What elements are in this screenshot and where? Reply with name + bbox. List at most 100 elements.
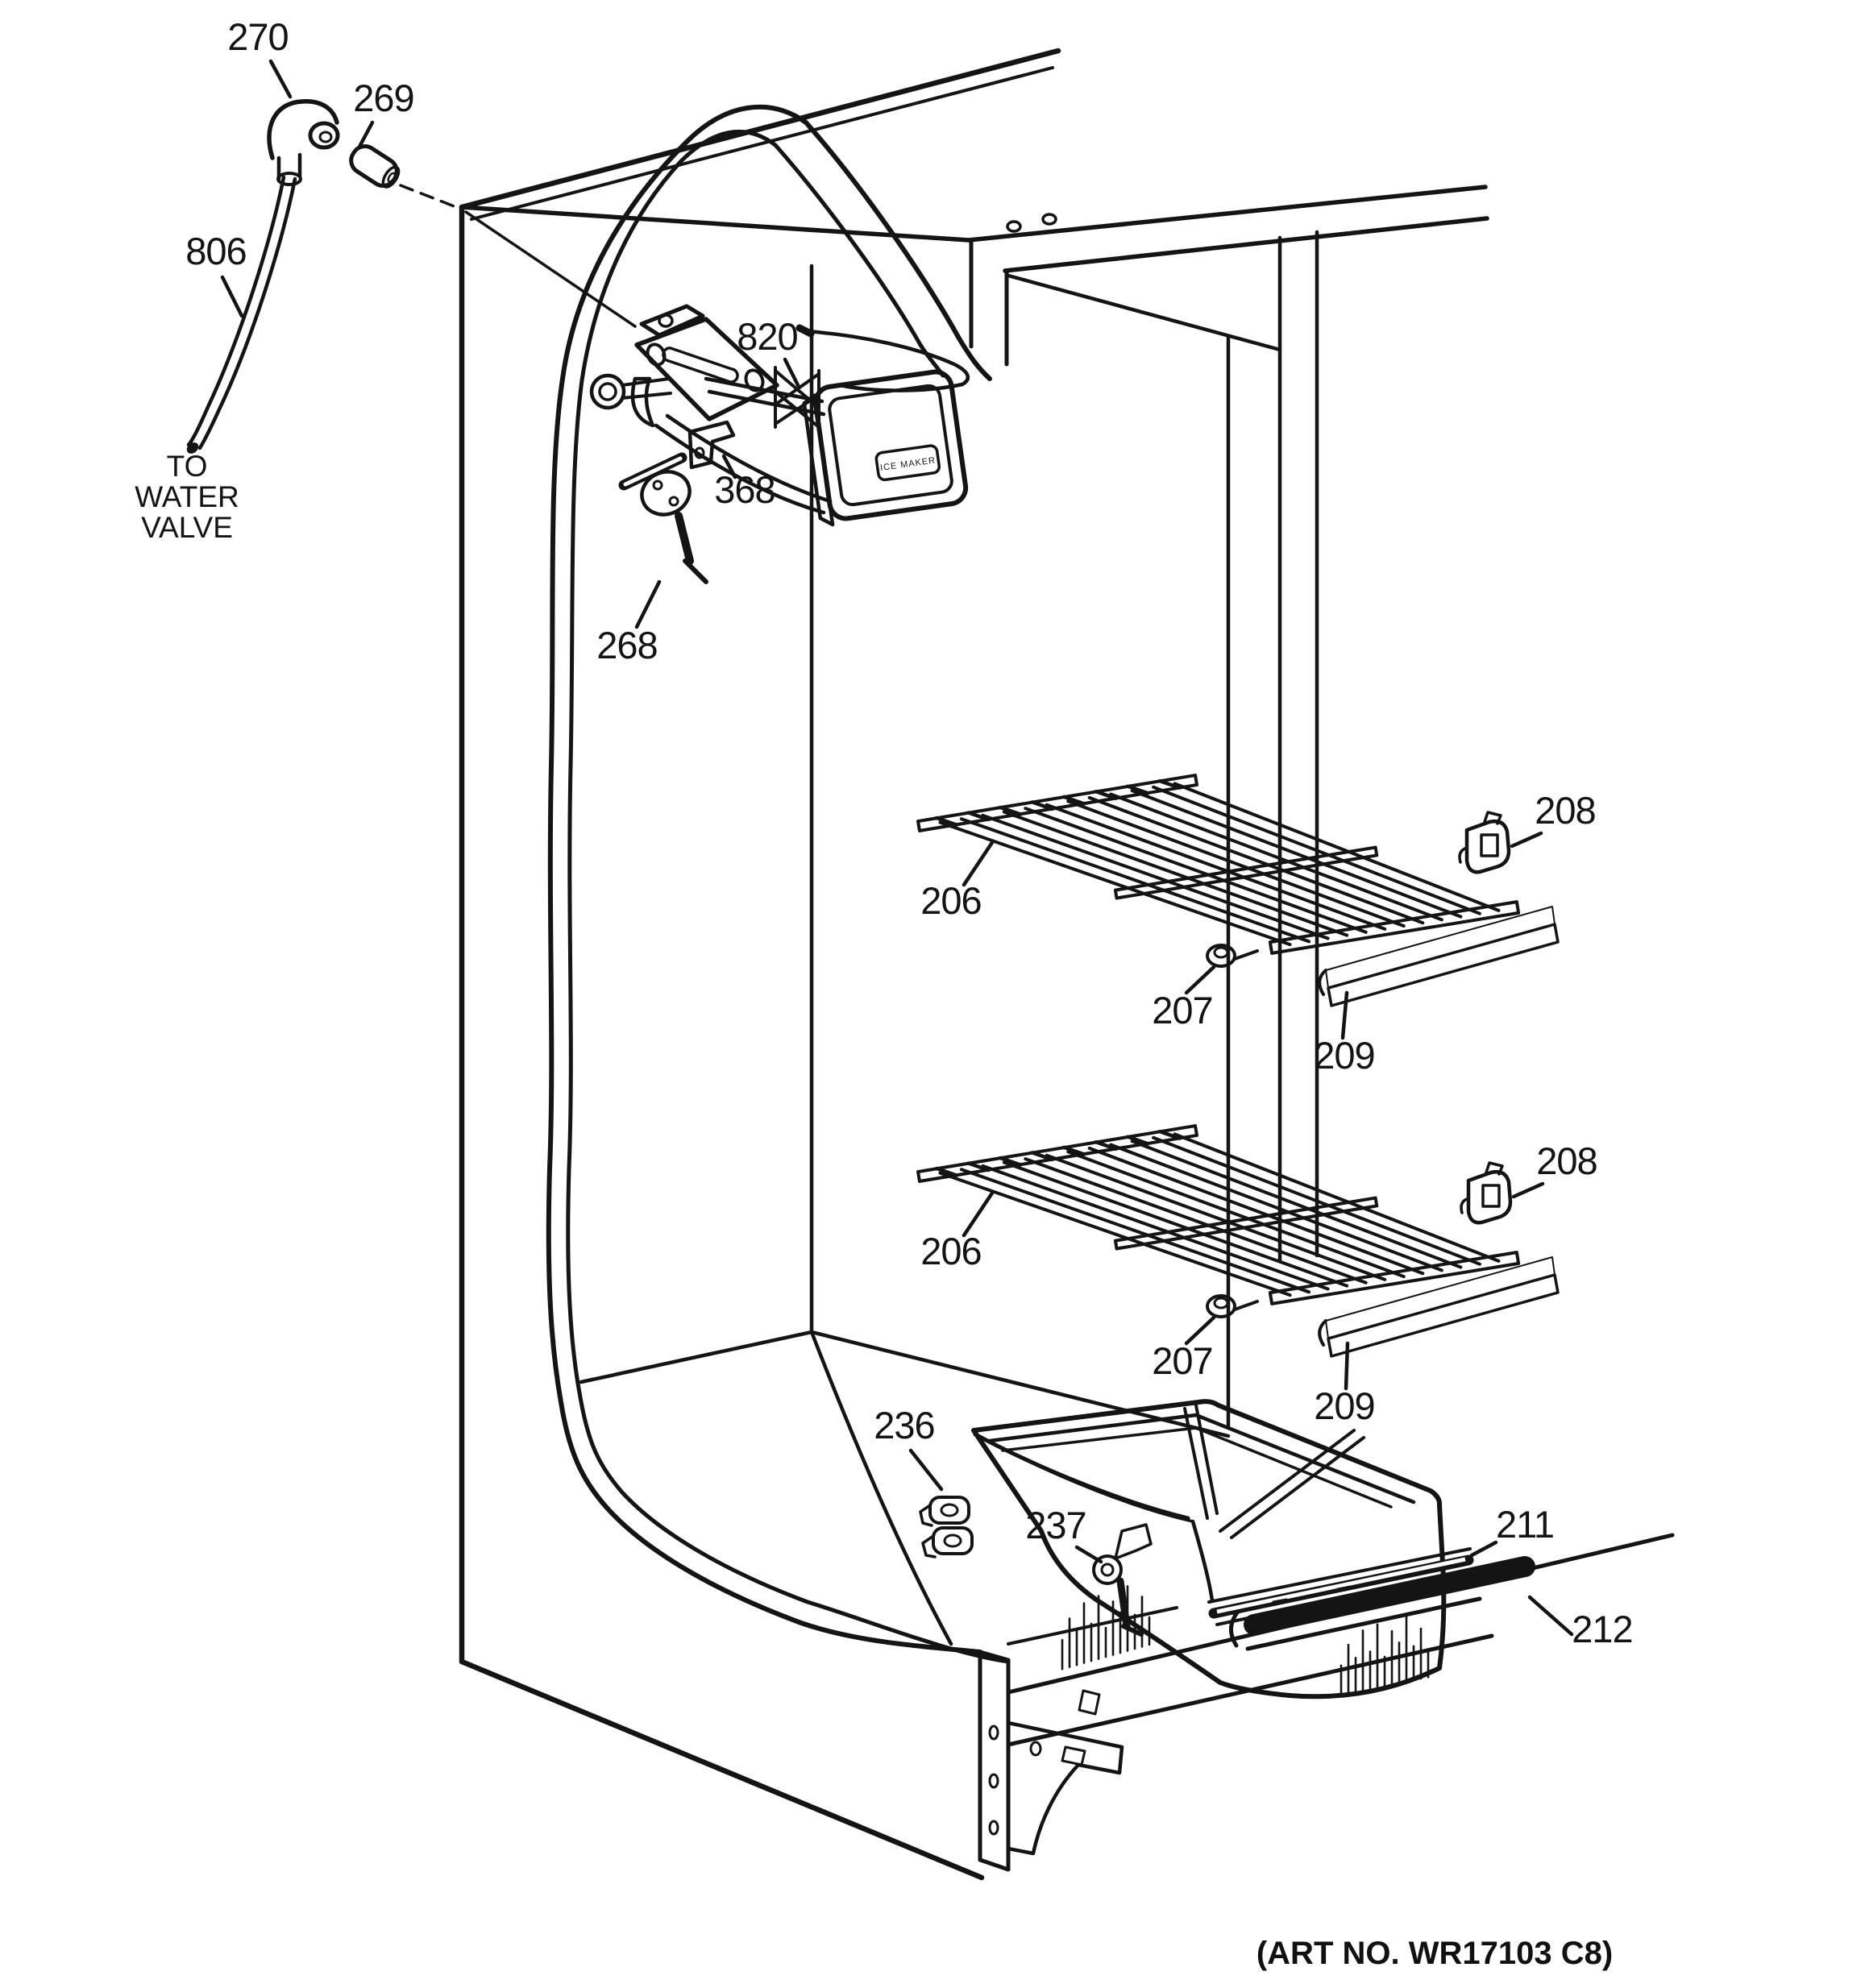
fill-cup-link bbox=[621, 377, 672, 400]
basket-interior-slope-edge bbox=[1219, 1429, 1365, 1539]
shelf-wire bbox=[938, 1171, 1292, 1297]
clip-237-foot bbox=[1121, 1624, 1144, 1637]
shelf-wire bbox=[1066, 799, 1406, 928]
shelf-front-rail bbox=[1268, 1251, 1521, 1305]
shelf-stud bbox=[1206, 944, 1236, 968]
callout-label-268: 268 bbox=[596, 624, 657, 666]
shelf-wire bbox=[1173, 1132, 1501, 1263]
top-face-front-right-edge bbox=[966, 185, 1488, 243]
cabinet-bottom-left-edge bbox=[459, 1658, 985, 1881]
shelf-hook-tick bbox=[1094, 790, 1118, 801]
top-panel-screw-hole bbox=[1006, 220, 1022, 233]
callout-leader-212 bbox=[1527, 1595, 1574, 1637]
basket-front-corner-edge bbox=[1190, 1519, 1215, 1603]
funnel-handle-highlight bbox=[623, 456, 683, 487]
wire-shelf-upper bbox=[916, 774, 1560, 1007]
callout-leader-236 bbox=[908, 1448, 944, 1492]
callout-label-211: 211 bbox=[1496, 1503, 1554, 1546]
basket bbox=[971, 1399, 1474, 1700]
icemaker-harness-wire bbox=[804, 329, 970, 392]
callout-leader-237 bbox=[1074, 1545, 1103, 1564]
cover-front-face bbox=[813, 369, 969, 521]
liner-flange-outer bbox=[546, 104, 992, 1654]
shelf-crossbar bbox=[1113, 845, 1379, 900]
shelf-wire bbox=[1045, 803, 1387, 931]
handle-flange bbox=[1245, 1596, 1482, 1651]
shelf-hook-tick bbox=[1126, 1135, 1150, 1146]
shelf-hook-tick bbox=[1062, 1145, 1086, 1156]
shelf-wire bbox=[1109, 1143, 1443, 1272]
shelf-wire bbox=[1173, 782, 1501, 912]
shelf-hook-tick bbox=[1030, 800, 1054, 811]
shelf-hook-tick bbox=[1094, 1140, 1118, 1152]
shelf-trim-body bbox=[1327, 923, 1560, 1007]
fill-cup-ring-inner bbox=[598, 382, 617, 401]
shelf-hook-tick bbox=[934, 1166, 958, 1177]
shelf-stud-axle bbox=[1233, 949, 1259, 961]
front-rail-lower-line bbox=[1006, 1633, 1494, 1747]
floor-back-left-edge bbox=[579, 1330, 814, 1384]
elbow-stem-end bbox=[276, 172, 302, 186]
shelf-wire bbox=[1087, 1146, 1425, 1276]
water-valve-note-line-2: WATER bbox=[135, 480, 239, 513]
shelf-wire bbox=[938, 820, 1292, 947]
basket-clip-rear bbox=[919, 1496, 974, 1558]
left-wall-floor-edge bbox=[809, 1330, 953, 1646]
clip-237-hole bbox=[1100, 1563, 1115, 1577]
front-post bbox=[978, 1650, 1011, 1872]
shelf-front-rail bbox=[1268, 900, 1521, 955]
shelf-clip-hook bbox=[1458, 846, 1468, 864]
shelf-clip bbox=[1466, 1170, 1513, 1225]
wire-shelf-lower bbox=[916, 1124, 1560, 1358]
clip-236-ring-top bbox=[928, 1496, 970, 1525]
shelf-wire bbox=[1152, 1135, 1481, 1266]
callout-leader-368 bbox=[721, 454, 737, 479]
callout-label-209-lower: 209 bbox=[1314, 1384, 1374, 1427]
front-post-hole bbox=[988, 1724, 999, 1741]
icemaker-body-lattice bbox=[774, 366, 820, 432]
bracket-368-hole bbox=[694, 446, 705, 459]
basket-hatch-marks-right bbox=[1340, 1616, 1430, 1696]
floor-front-edge bbox=[1007, 1606, 1178, 1646]
elbow-body bbox=[267, 99, 339, 160]
tube-right-line bbox=[197, 176, 297, 450]
callout-leader-208-upper bbox=[1510, 831, 1543, 849]
basket-handle bbox=[1229, 1556, 1535, 1651]
shelf-trim-end-cap bbox=[1318, 969, 1327, 996]
clip-236-hole bbox=[940, 1503, 959, 1517]
basket-clip-front bbox=[1092, 1523, 1153, 1637]
shelf-trim-end-cap bbox=[1318, 1319, 1327, 1347]
callout-label-806: 806 bbox=[185, 230, 246, 272]
funnel-spout bbox=[683, 558, 708, 584]
shelf-hook-tick bbox=[934, 816, 958, 827]
callout-label-206-lower: 206 bbox=[920, 1230, 981, 1272]
clip-236-tabs bbox=[919, 1504, 937, 1558]
mount-plate-slot bbox=[662, 347, 739, 384]
water-valve-note-line-1: TO bbox=[167, 450, 208, 483]
callout-label-212: 212 bbox=[1572, 1608, 1632, 1650]
callout-label-237: 237 bbox=[1025, 1504, 1086, 1546]
basket-rim-inner-line bbox=[987, 1413, 1416, 1504]
tube-left-line bbox=[186, 175, 286, 447]
tube-spacer bbox=[349, 144, 401, 189]
shelf-clip-flag bbox=[1485, 1161, 1504, 1176]
funnel-head bbox=[640, 470, 692, 517]
callout-label-206-upper: 206 bbox=[920, 879, 981, 922]
icemaker-bracket bbox=[687, 420, 736, 470]
shelf-back-rail bbox=[916, 1124, 1198, 1183]
shelf-wire bbox=[981, 1164, 1330, 1291]
top-face-front-right-edge-lower bbox=[1003, 216, 1489, 273]
cover-inner-panel bbox=[828, 384, 953, 507]
elbow-opening-bore bbox=[318, 131, 333, 143]
basket-front-left-rim-edge-2 bbox=[990, 1441, 1194, 1523]
basket-hatch-marks-left bbox=[1061, 1585, 1151, 1671]
shelf-hook-tick bbox=[998, 805, 1023, 816]
callout-leader-207-lower bbox=[1184, 1315, 1216, 1346]
icemaker-assembly: ICE MAKER bbox=[589, 304, 970, 527]
shelf-wire bbox=[1024, 807, 1368, 934]
tube-tip bbox=[186, 442, 199, 454]
handle-bar bbox=[1244, 1556, 1535, 1635]
callout-leader-209-upper bbox=[1340, 990, 1349, 1040]
ceiling-back-edge bbox=[1006, 273, 1282, 352]
